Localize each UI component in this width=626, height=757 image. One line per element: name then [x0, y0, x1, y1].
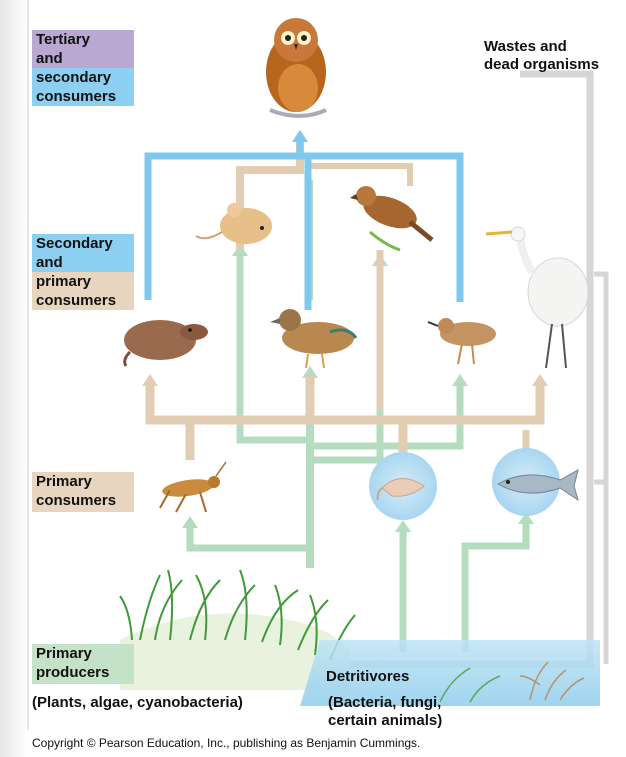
tan-arrows — [150, 138, 540, 460]
primary-producers-line-2: producers — [32, 663, 134, 682]
tertiary-line-1: Tertiary — [32, 30, 134, 49]
sandpiper-icon — [428, 318, 496, 364]
producers-sub-label: (Plants, algae, cyanobacteria) — [32, 694, 243, 712]
detritivores-label: Detritivores — [326, 668, 409, 686]
green-arrowheads — [182, 244, 534, 532]
fish-icon — [492, 448, 578, 516]
grasshopper-icon — [160, 462, 226, 512]
blue-arrowheads — [292, 130, 308, 142]
tertiary-line-4: consumers — [32, 87, 134, 106]
owl-icon — [266, 18, 326, 116]
tertiary-line-3: secondary — [32, 68, 134, 87]
secondary-label: Secondary and primary consumers — [32, 234, 134, 310]
secondary-line-2: and — [32, 253, 134, 272]
egret-icon — [486, 227, 588, 368]
duck-icon — [270, 309, 356, 368]
detritivores-sub-line-1: (Bacteria, fungi, — [328, 694, 442, 712]
mouse-icon — [196, 203, 272, 244]
copyright-text: Copyright © Pearson Education, Inc., pub… — [32, 736, 420, 750]
primary-consumers-label: Primary consumers — [32, 472, 134, 512]
secondary-line-1: Secondary — [32, 234, 134, 253]
wastes-line-1: Wastes and — [484, 38, 599, 56]
primary-consumers-line-1: Primary — [32, 472, 134, 491]
secondary-line-3: primary — [32, 272, 134, 291]
primary-producers-line-1: Primary — [32, 644, 134, 663]
detritivores-sub-line-2: certain animals) — [328, 712, 442, 730]
primary-producers-label: Primary producers — [32, 644, 134, 684]
waste-arrows — [286, 74, 606, 664]
shrew-icon — [124, 320, 208, 366]
primary-consumers-line-2: consumers — [32, 491, 134, 510]
wastes-label: Wastes and dead organisms — [484, 38, 599, 74]
sparrow-icon — [350, 186, 432, 250]
shrimp-icon — [369, 452, 437, 520]
detritivores-sub-label: (Bacteria, fungi, certain animals) — [328, 694, 442, 730]
wastes-line-2: dead organisms — [484, 56, 599, 74]
tertiary-label: Tertiary and secondary consumers — [32, 30, 134, 106]
tertiary-line-2: and — [32, 49, 134, 68]
secondary-line-4: consumers — [32, 291, 134, 310]
